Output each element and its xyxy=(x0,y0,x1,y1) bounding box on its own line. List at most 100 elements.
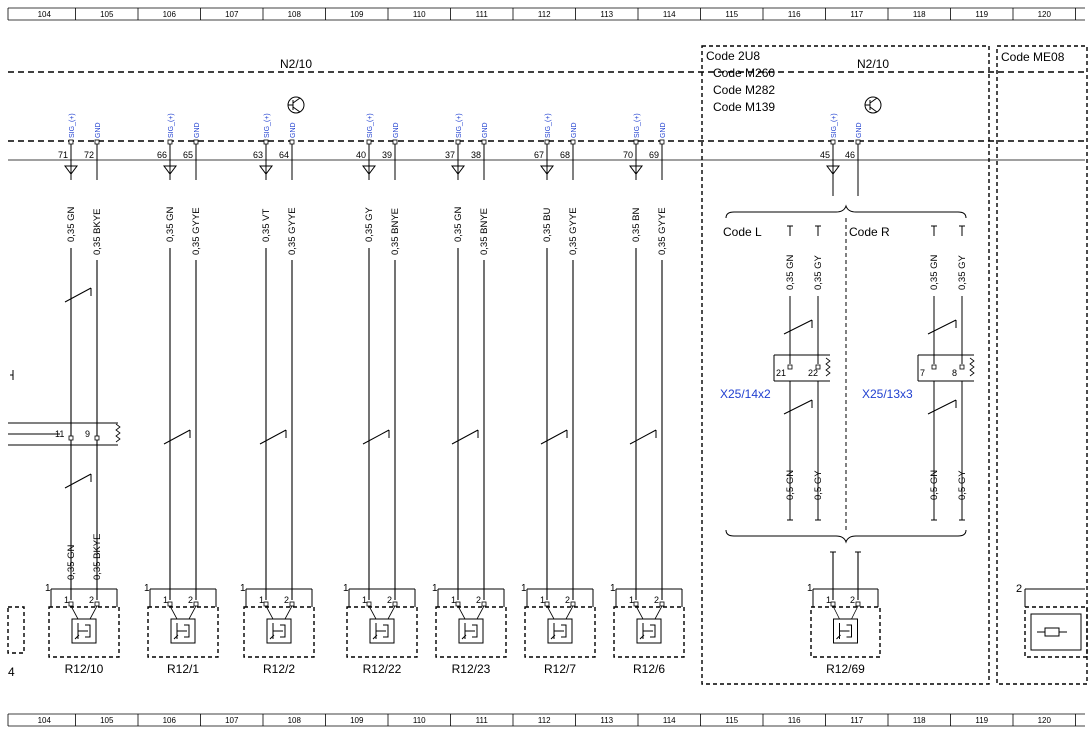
module-label-right: N2/10 xyxy=(857,57,889,71)
pin-marker xyxy=(263,601,269,607)
temperature-sensor-icon xyxy=(71,618,97,644)
wire-label: 0,5 GY xyxy=(957,470,968,500)
pin-marker xyxy=(855,139,861,145)
ruler-column-label: 115 xyxy=(725,716,738,725)
ruler-column-label: 104 xyxy=(38,10,52,19)
ruler-column-label: 106 xyxy=(163,10,177,19)
pin-marker xyxy=(68,139,74,145)
module-pin-number: 64 xyxy=(279,150,289,160)
pin-marker xyxy=(830,139,836,145)
sensor-ref-number: 1 xyxy=(432,583,438,594)
sensor-ref-number: 1 xyxy=(240,583,246,594)
ruler-column-label: 109 xyxy=(350,716,364,725)
pin-number: 2 xyxy=(565,595,570,605)
sensor-ref-number: 1 xyxy=(807,583,813,594)
pin-marker xyxy=(830,601,836,607)
ruler-column-label: 108 xyxy=(288,10,302,19)
pin-name-gnd: GND xyxy=(856,122,863,138)
connector-pin-number: 22 xyxy=(808,368,818,378)
wire xyxy=(654,605,663,620)
ruler-column-label: 109 xyxy=(350,10,364,19)
ruler-column-label: 117 xyxy=(850,716,863,725)
pin-name-sig: SIG_(+) xyxy=(168,113,175,138)
wire-label: 0,35 GY xyxy=(957,254,968,290)
module-pin-number: 72 xyxy=(84,150,94,160)
transistor-icon xyxy=(864,96,882,114)
pin-marker xyxy=(392,139,398,145)
pin-name-sig: SIG_(+) xyxy=(545,113,552,138)
module-pin-number: 38 xyxy=(471,150,481,160)
pin-number: 1 xyxy=(826,595,831,605)
pin-marker xyxy=(481,139,487,145)
wire-label: 0,35 BN xyxy=(631,208,642,242)
ruler-column-label: 112 xyxy=(538,716,551,725)
module-pin-number: 69 xyxy=(649,150,659,160)
module-pin-number: 65 xyxy=(183,150,193,160)
wire xyxy=(89,605,98,620)
pin-name-sig: SIG_(+) xyxy=(264,113,271,138)
pin-marker xyxy=(263,139,269,145)
sensor-id-label: R12/2 xyxy=(263,662,295,676)
ruler-column-label: 120 xyxy=(1038,10,1052,19)
ruler-column-label: 110 xyxy=(413,10,426,19)
ruler-column-label: 107 xyxy=(225,716,239,725)
pin-marker xyxy=(94,435,100,441)
wire-label: 0,35 GN xyxy=(66,544,77,580)
wire-label: 0,35 GN xyxy=(785,254,796,290)
ruler-column-label: 116 xyxy=(788,716,801,725)
code-line-1: Code 2U8 xyxy=(706,49,760,63)
pin-number: 2 xyxy=(654,595,659,605)
code-line-3: Code M282 xyxy=(713,83,775,97)
ruler-column-label: 114 xyxy=(663,10,676,19)
pin-marker xyxy=(544,139,550,145)
module-pin-number: 39 xyxy=(382,150,392,160)
sensor-id-label: R12/23 xyxy=(452,662,491,676)
wire-label: 0,5 GY xyxy=(813,470,824,500)
pin-number: 1 xyxy=(629,595,634,605)
ruler-column-label: 116 xyxy=(788,10,801,19)
sensor-housing xyxy=(346,606,418,658)
sensor-ref-number: 1 xyxy=(343,583,349,594)
code-line-4: Code M139 xyxy=(713,100,775,114)
sensor-id-label: R12/7 xyxy=(544,662,576,676)
wire-label: 0,35 GYYE xyxy=(191,207,202,255)
pin-marker xyxy=(815,364,821,370)
module-pin-number: 45 xyxy=(820,150,830,160)
pin-number: 1 xyxy=(451,595,456,605)
pin-name-sig: SIG_(+) xyxy=(69,113,76,138)
connector-id-label: X25/14x2 xyxy=(720,387,771,401)
ruler-column-label: 120 xyxy=(1038,716,1052,725)
ruler-column-label: 117 xyxy=(850,10,863,19)
pin-number: 2 xyxy=(476,595,481,605)
wire xyxy=(832,605,840,620)
code-l-label: Code L xyxy=(723,225,762,239)
ruler-column-label: 119 xyxy=(975,716,988,725)
sensor-housing xyxy=(524,606,596,658)
temperature-sensor-icon xyxy=(636,618,662,644)
pin-marker xyxy=(544,601,550,607)
wire-label: 0,5 GN xyxy=(929,470,940,500)
ruler-column-label: 110 xyxy=(413,716,426,725)
pin-marker xyxy=(167,601,173,607)
pin-marker xyxy=(289,139,295,145)
wire xyxy=(565,605,574,620)
shield-icon xyxy=(969,357,975,377)
pin-name-gnd: GND xyxy=(393,122,400,138)
sensor-id-label: R12/22 xyxy=(363,662,402,676)
twist-marker xyxy=(64,287,92,303)
pin-number: 2 xyxy=(387,595,392,605)
temperature-sensor-icon xyxy=(266,618,292,644)
twist-marker xyxy=(629,429,657,445)
pin-number: 1 xyxy=(259,595,264,605)
twist-marker xyxy=(783,399,813,415)
module-pin-number: 67 xyxy=(534,150,544,160)
connector-pin-number: 21 xyxy=(776,368,786,378)
ruler-column-label: 112 xyxy=(538,10,551,19)
